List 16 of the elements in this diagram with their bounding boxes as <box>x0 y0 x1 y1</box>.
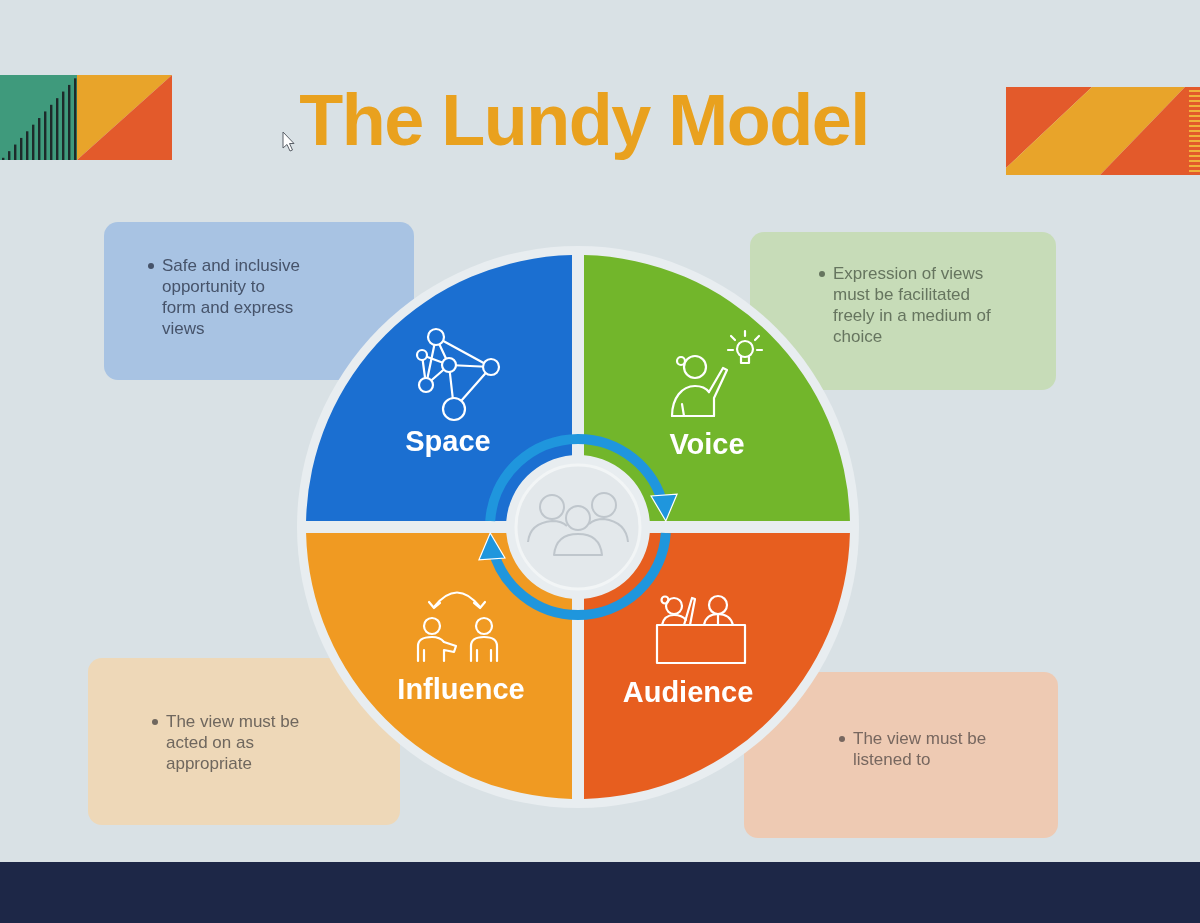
note-box <box>88 658 400 825</box>
note-box <box>104 222 414 380</box>
taskbar <box>0 862 1200 923</box>
quadrant-segment <box>306 533 572 799</box>
quadrant-label: Voice <box>669 428 745 460</box>
curved-arrow <box>485 434 676 522</box>
note-text: The view must be listened to <box>853 728 988 770</box>
note-text: The view must be acted on as appropriate <box>166 711 301 774</box>
note-text: Expression of views must be facilitated freely in a medium of choice <box>833 263 992 347</box>
quadrant-label: Space <box>405 425 491 457</box>
quadrant-label: Influence <box>397 673 525 705</box>
note-box <box>750 232 1056 390</box>
quadrant-label: Audience <box>622 676 754 708</box>
quadrant-segment <box>306 255 572 521</box>
curved-arrow <box>480 532 671 620</box>
note-text: Safe and inclusive opportunity to form and express views <box>162 255 301 339</box>
